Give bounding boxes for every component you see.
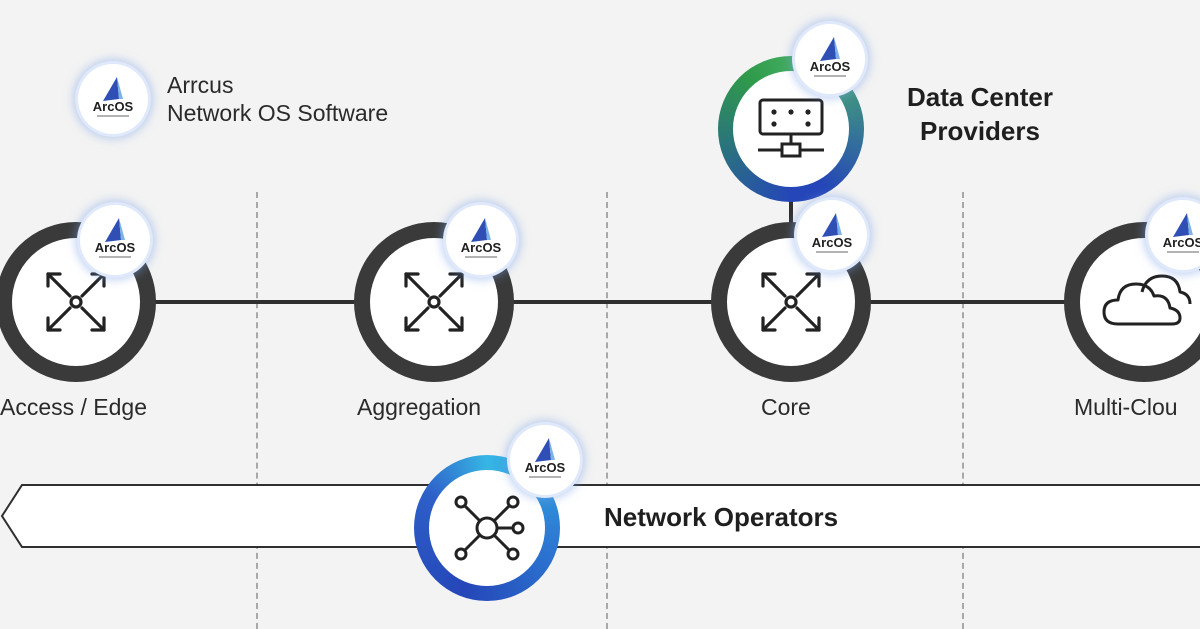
legend-arcos-badge: ArcOS — [78, 64, 148, 134]
arcos-logo-text: ArcOS — [461, 240, 502, 255]
data-center-heading: Data Center Providers — [880, 80, 1080, 148]
arcos-logo-text: ArcOS — [525, 460, 566, 475]
access-edge-label: Access / Edge — [0, 394, 148, 420]
divider-3 — [962, 192, 964, 629]
arcos-logo-icon: ArcOS — [525, 438, 566, 478]
arcos-logo-text: ArcOS — [93, 99, 134, 114]
divider-2 — [606, 192, 608, 629]
arcos-logo-icon: ArcOS — [461, 218, 502, 258]
multi-cloud-label: Multi-Clou — [1074, 394, 1178, 420]
data-center-line1: Data Center — [907, 82, 1053, 112]
legend-line1: Arrcus — [167, 72, 234, 98]
arcos-logo-text: ArcOS — [95, 240, 136, 255]
arcos-logo-text: ArcOS — [810, 59, 851, 74]
network-operators-arcos-badge: ArcOS — [510, 425, 580, 495]
router-arrows-icon — [404, 272, 464, 332]
legend-line2: Network OS Software — [167, 100, 389, 126]
aggregation-arcos-badge: ArcOS — [446, 205, 516, 275]
arcos-logo-icon: ArcOS — [812, 213, 853, 253]
network-operators-banner — [0, 484, 1200, 548]
arcos-logo-icon: ArcOS — [1163, 213, 1200, 253]
arcos-logo-icon: ArcOS — [93, 77, 134, 117]
multi-cloud-arcos-badge: ArcOS — [1148, 200, 1200, 270]
data-center-arcos-badge: ArcOS — [795, 24, 865, 94]
server-rack-icon — [758, 98, 824, 158]
backbone-line — [80, 300, 1200, 304]
network-operators-label: Network Operators — [604, 502, 839, 532]
data-center-node — [718, 56, 864, 202]
router-arrows-icon — [761, 272, 821, 332]
arcos-logo-icon: ArcOS — [810, 37, 851, 77]
access-arcos-badge: ArcOS — [80, 205, 150, 275]
arcos-logo-text: ArcOS — [1163, 235, 1200, 250]
network-hub-icon — [454, 495, 525, 561]
core-label: Core — [761, 394, 811, 420]
arcos-logo-icon: ArcOS — [95, 218, 136, 258]
core-arcos-badge: ArcOS — [797, 200, 867, 270]
cloud-icon — [1102, 274, 1192, 326]
data-center-link — [789, 170, 793, 240]
data-center-line2: Providers — [920, 116, 1040, 146]
divider-1 — [256, 192, 258, 629]
aggregation-label: Aggregation — [357, 394, 482, 420]
arcos-logo-text: ArcOS — [812, 235, 853, 250]
router-arrows-icon — [46, 272, 106, 332]
